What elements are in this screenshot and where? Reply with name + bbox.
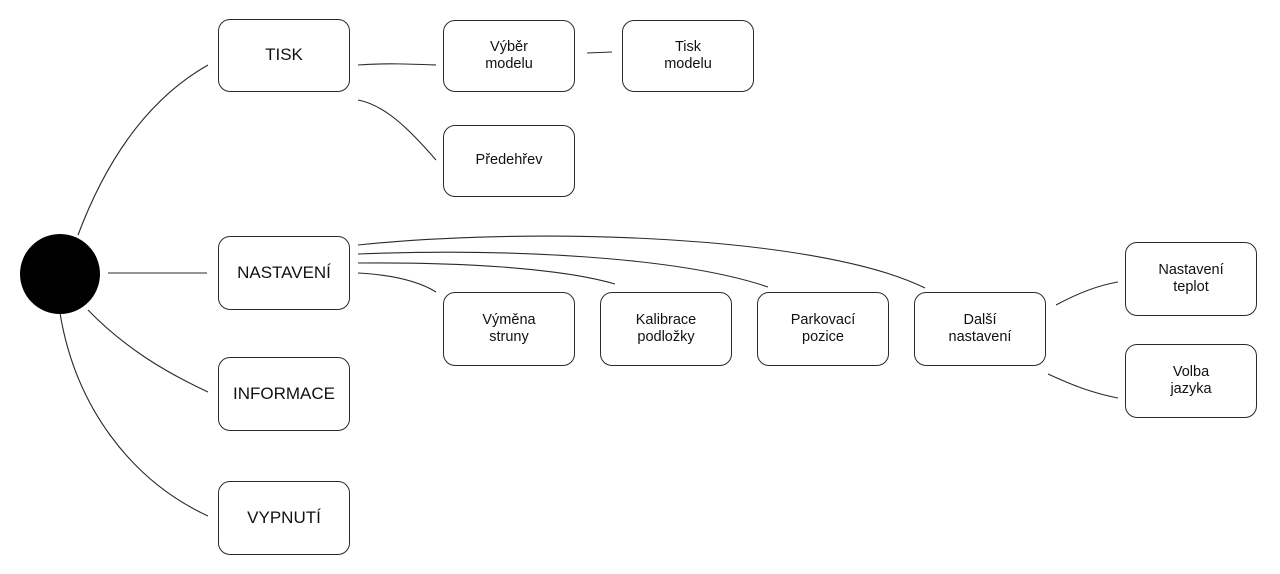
root-node — [20, 234, 100, 314]
edge-root-tisk — [77, 64, 209, 236]
submenu-vyber-modelu: Výběr modelu — [443, 20, 575, 92]
edge-dalsi-teplot — [1055, 281, 1119, 306]
edge-dalsi-jazyk — [1047, 373, 1119, 399]
edge-vyber-tiskmodelu — [586, 51, 613, 54]
edge-nastaveni-kalibrace — [357, 262, 616, 285]
submenu-nastaveni-teplot: Nastavení teplot — [1125, 242, 1257, 316]
menu-item-informace: INFORMACE — [218, 357, 350, 431]
edge-tisk-predehrev — [357, 99, 437, 161]
edge-nastaveni-parkovaci — [357, 251, 769, 288]
edge-nastaveni-dalsi — [357, 235, 926, 289]
edge-root-informace — [87, 309, 209, 393]
submenu-kalibrace-podlozky: Kalibrace podložky — [600, 292, 732, 366]
menu-item-tisk: TISK — [218, 19, 350, 92]
submenu-dalsi-nastaveni: Další nastavení — [914, 292, 1046, 366]
submenu-volba-jazyka: Volba jazyka — [1125, 344, 1257, 418]
menu-item-vypnuti: VYPNUTÍ — [218, 481, 350, 555]
submenu-parkovaci-pozice: Parkovací pozice — [757, 292, 889, 366]
submenu-predehrev: Předehřev — [443, 125, 575, 197]
submenu-tisk-modelu: Tisk modelu — [622, 20, 754, 92]
edge-tisk-vyber — [357, 63, 437, 66]
submenu-vymena-struny: Výměna struny — [443, 292, 575, 366]
edge-root-vypnuti — [59, 312, 209, 517]
edge-nastaveni-vymena — [357, 272, 437, 293]
menu-item-nastaveni: NASTAVENÍ — [218, 236, 350, 310]
